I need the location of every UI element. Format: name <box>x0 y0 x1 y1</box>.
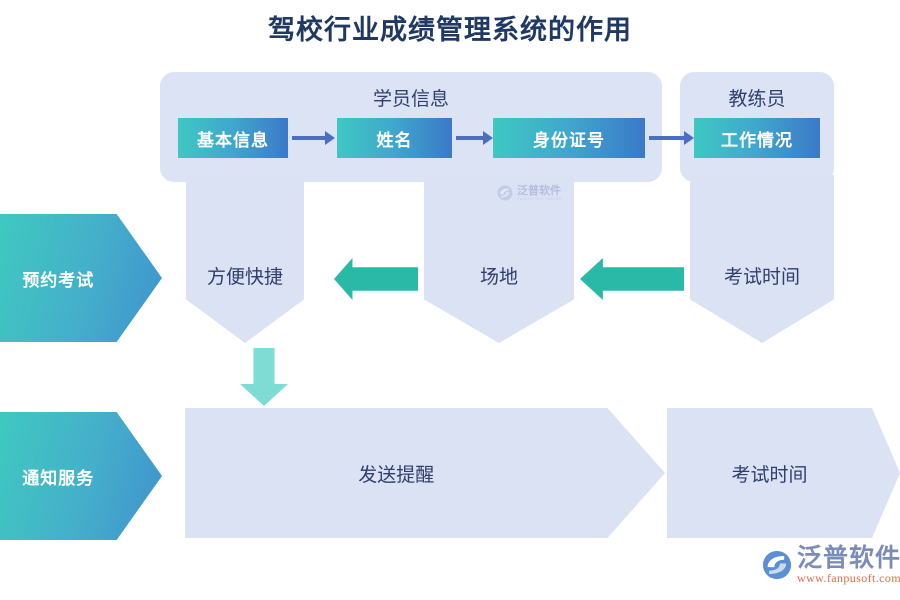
page-title: 驾校行业成绩管理系统的作用 <box>268 15 632 45</box>
chip-basic-info[interactable]: 基本信息 <box>178 118 288 158</box>
group-student-info-title: 学员信息 <box>372 89 449 110</box>
banner-exam-time-bottom[interactable]: 考试时间 <box>667 408 900 538</box>
watermark-text: 泛普软件 FANPU SOFTWARE <box>517 184 563 201</box>
banner-venue-label: 场地 <box>479 267 518 288</box>
chip-basic-info-label: 基本信息 <box>197 130 269 150</box>
chevron-notification-service[interactable]: 通知服务 <box>0 412 162 540</box>
chip-id-number-label: 身份证号 <box>533 130 605 150</box>
chip-name-label: 姓名 <box>376 130 413 150</box>
banner-send-reminder-label: 发送提醒 <box>358 464 435 486</box>
arrow-id-to-work <box>649 131 694 145</box>
group-coach-title: 教练员 <box>728 89 786 110</box>
arrow-venue-to-convenient <box>334 258 418 300</box>
watermark-cn: 泛普软件 <box>517 184 561 197</box>
brand-logo: 泛普软件 www.fanpusoft.com <box>762 545 900 586</box>
banner-convenient-label: 方便快捷 <box>206 267 283 288</box>
banner-convenient[interactable] <box>186 175 304 343</box>
watermark-en: FANPU SOFTWARE <box>517 195 563 201</box>
banner-exam-time-middle-label: 考试时间 <box>723 267 800 288</box>
banner-exam-time-bottom-label: 考试时间 <box>731 464 808 486</box>
banner-send-reminder[interactable]: 发送提醒 <box>185 408 665 538</box>
chevron-appointment-exam[interactable]: 预约考试 <box>0 214 162 342</box>
arrow-basic-to-name <box>292 131 335 145</box>
chevron-notification-service-label: 通知服务 <box>22 468 95 488</box>
arrow-name-to-id <box>456 131 493 145</box>
chip-work-status[interactable]: 工作情况 <box>694 118 820 158</box>
banner-exam-time-middle[interactable] <box>690 175 834 343</box>
brand-text: 泛普软件 www.fanpusoft.com <box>797 545 900 586</box>
arrow-convenient-to-send-reminder <box>240 348 288 406</box>
chip-name[interactable]: 姓名 <box>337 118 452 158</box>
chevron-appointment-exam-label: 预约考试 <box>22 270 95 290</box>
brand-logo-icon <box>762 551 792 580</box>
watermark-logo-icon <box>497 185 513 201</box>
chip-id-number[interactable]: 身份证号 <box>493 118 645 158</box>
brand-url: www.fanpusoft.com <box>797 571 900 586</box>
watermark: 泛普软件 FANPU SOFTWARE <box>497 185 562 201</box>
chip-work-status-label: 工作情况 <box>721 130 793 150</box>
brand-name: 泛普软件 <box>797 545 900 572</box>
arrow-exam-time-to-venue <box>580 258 684 300</box>
